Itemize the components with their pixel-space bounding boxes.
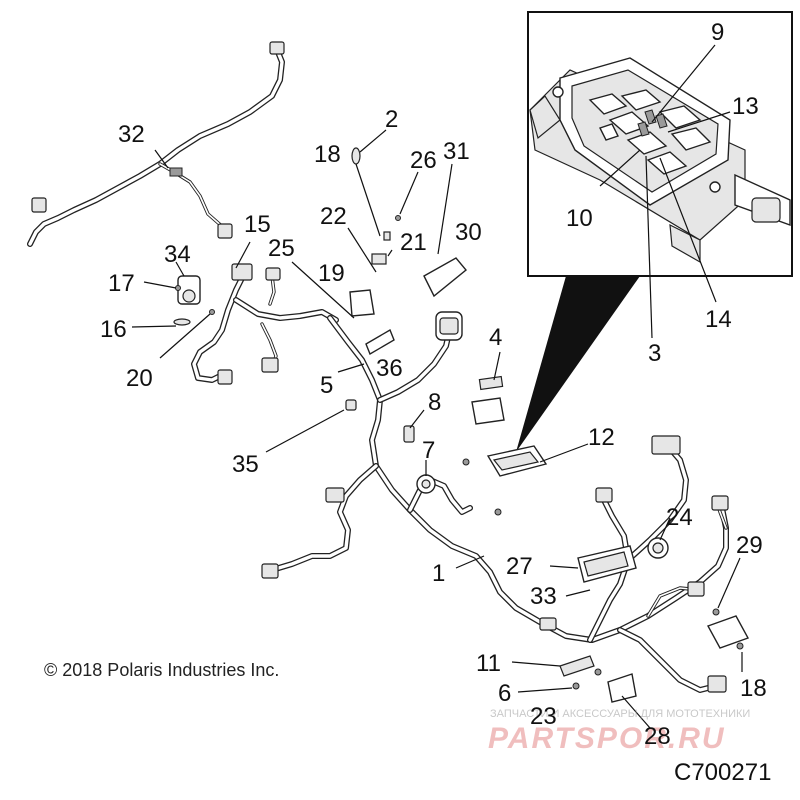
inset-pointer xyxy=(516,276,640,452)
callout-9: 9 xyxy=(711,19,724,46)
callout-19: 19 xyxy=(318,260,345,287)
watermark-logo: PARTSPOR.RU xyxy=(488,722,726,755)
callout-34: 34 xyxy=(164,241,191,268)
callout-1: 1 xyxy=(432,560,445,587)
callout-20: 20 xyxy=(126,365,153,392)
callout-33: 33 xyxy=(530,583,557,610)
callout-10: 10 xyxy=(566,205,593,232)
callout-23: 23 xyxy=(530,703,557,730)
watermark-caption: ЗАПЧАСТИ И АКСЕССУАРЫ ДЛЯ МОТОТЕХНИКИ xyxy=(490,708,750,720)
callout-16: 16 xyxy=(100,316,127,343)
callout-29: 29 xyxy=(736,532,763,559)
callout-labels: 9 13 10 3 14 32 2 18 26 31 22 21 30 15 2… xyxy=(100,19,767,750)
fuse-box-detail-inset xyxy=(516,11,793,452)
callout-36: 36 xyxy=(376,355,403,382)
callout-13: 13 xyxy=(732,93,759,120)
drawing-code: C700271 xyxy=(674,759,771,786)
left-sub-harness xyxy=(173,263,339,385)
main-harness-1 xyxy=(261,147,750,703)
copyright-notice: © 2018 Polaris Industries Inc. xyxy=(44,660,279,680)
watermark: ЗАПЧАСТИ И АКСЕССУАРЫ ДЛЯ МОТОТЕХНИКИ PA… xyxy=(488,708,750,755)
callout-26: 26 xyxy=(410,147,437,174)
callout-30: 30 xyxy=(455,219,482,246)
callout-21: 21 xyxy=(400,229,427,256)
callout-22: 22 xyxy=(320,203,347,230)
callout-24: 24 xyxy=(666,504,693,531)
callout-35: 35 xyxy=(232,451,259,478)
callout-4: 4 xyxy=(489,324,502,351)
callout-25: 25 xyxy=(268,235,295,262)
callout-18a: 18 xyxy=(314,141,341,168)
callout-14: 14 xyxy=(705,306,732,333)
callout-6: 6 xyxy=(498,680,511,707)
callout-32: 32 xyxy=(118,121,145,148)
callout-leaders xyxy=(131,129,743,729)
fuse-box-body xyxy=(529,57,791,264)
callout-5: 5 xyxy=(320,372,333,399)
callout-15: 15 xyxy=(244,211,271,238)
callout-17: 17 xyxy=(108,270,135,297)
rear-harness-32 xyxy=(27,41,285,247)
callout-2: 2 xyxy=(385,106,398,133)
callout-7: 7 xyxy=(422,437,435,464)
callout-28: 28 xyxy=(644,723,671,750)
callout-8: 8 xyxy=(428,389,441,416)
callout-11: 11 xyxy=(476,650,501,677)
callout-12: 12 xyxy=(588,424,615,451)
callout-27: 27 xyxy=(506,553,533,580)
callout-18b: 18 xyxy=(740,675,767,702)
callout-3: 3 xyxy=(648,340,661,367)
callout-31: 31 xyxy=(443,138,470,165)
